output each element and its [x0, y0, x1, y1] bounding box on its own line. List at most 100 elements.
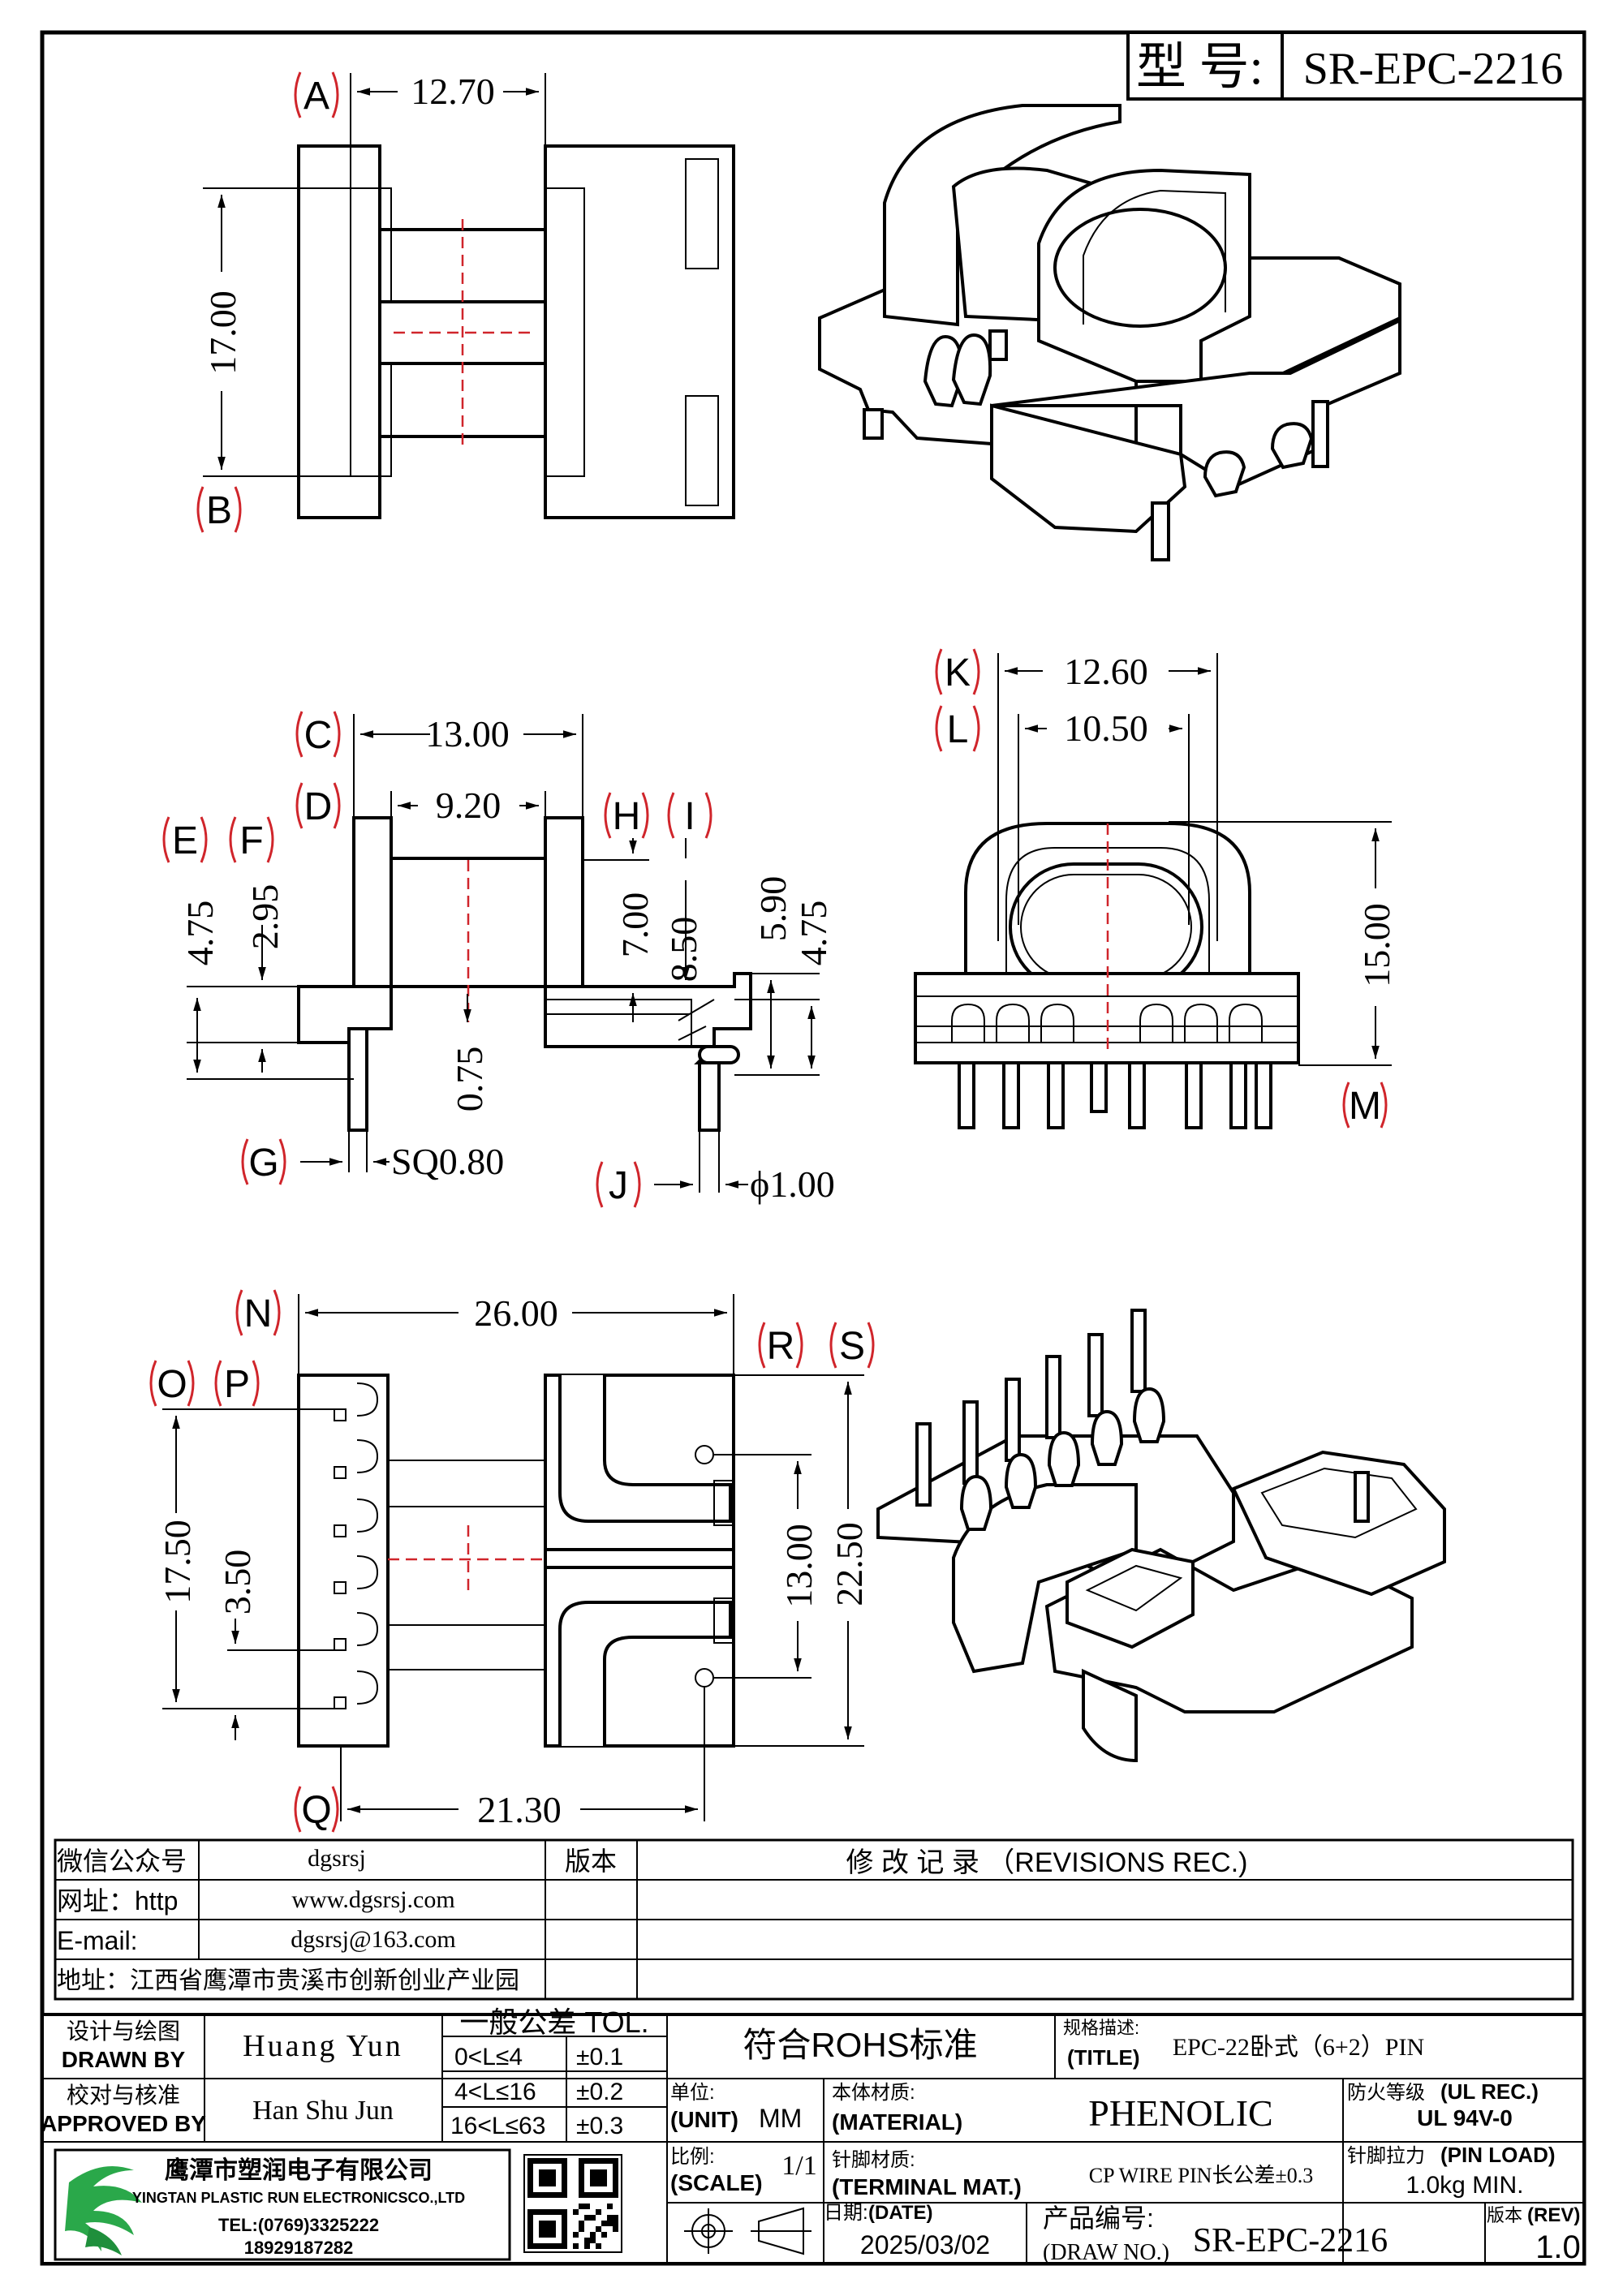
unit-label-cn: 单位: [670, 2082, 715, 2104]
callout-letter: A [304, 75, 329, 118]
info-label-web: 网址：http [57, 1886, 178, 1915]
dim-a: 12.70 [411, 71, 495, 112]
callout-s: S [829, 1322, 875, 1369]
material-value: PHENOLIC [1088, 2092, 1272, 2134]
dim-h2: 5.90 [752, 876, 794, 942]
top-view-dims: 12.70 17.00 [202, 71, 546, 477]
front-view-dims: 13.00 9.20 4.75 2.95 SQ0.80 0.75 7.00 8.… [179, 713, 835, 1205]
approver-name: Han Shu Jun [252, 2096, 394, 2126]
side-view-dims: 12.60 10.50 15.00 [997, 651, 1397, 1066]
tol-header: 一般公差 TOL. [459, 2006, 648, 2039]
bottom-view [297, 1374, 735, 1748]
flame-label-cn: 防火等级 [1347, 2082, 1425, 2104]
tol-val-2: ±0.2 [576, 2079, 623, 2105]
callout-e: E [162, 816, 208, 863]
callout-letter: Q [301, 1789, 331, 1832]
callout-letter: S [839, 1325, 865, 1368]
dim-i2: 4.75 [793, 901, 834, 966]
tol-range-3: 16<L≤63 [450, 2113, 545, 2139]
dim-c: 13.00 [425, 713, 510, 755]
iso-view-top [818, 104, 1401, 561]
info-value-email[interactable]: dgsrsj@163.com [291, 1926, 455, 1953]
dim-s: 22.50 [829, 1522, 870, 1606]
dim-d: 9.20 [436, 785, 502, 826]
terminal-value: CP WIRE PIN长公差±0.3 [1089, 2164, 1313, 2187]
date-label-en: (DATE) [868, 2202, 933, 2224]
drawno-label-cn: 产品编号: [1043, 2204, 1154, 2233]
drawno-label-en: (DRAW NO.) [1043, 2240, 1169, 2265]
callout-b: B [196, 486, 242, 533]
bottom-view-pin-pads [334, 1382, 379, 1709]
rev-label-cn: 版本 [1487, 2205, 1522, 2225]
model-value: SR-EPC-2216 [1303, 44, 1564, 94]
flame-value: UL 94V-0 [1417, 2105, 1513, 2130]
callout-o: O [149, 1360, 195, 1407]
callout-letter: E [172, 819, 198, 862]
callout-letter: K [945, 651, 971, 694]
top-view [297, 144, 735, 519]
dim-i: 8.50 [663, 917, 704, 982]
title-label-cn: 规格描述: [1063, 2018, 1139, 2038]
callout-f: F [229, 816, 274, 863]
iso-view-bottom [876, 1309, 1446, 1763]
callout-letter: J [609, 1164, 628, 1207]
dim-h: 7.00 [614, 892, 656, 958]
callout-l: L [935, 705, 980, 752]
side-view-slots [951, 1003, 1263, 1043]
info-value-wechat: dgsrsj [308, 1845, 366, 1872]
designer-label-cn: 设计与绘图 [67, 2019, 180, 2044]
tol-val-3: ±0.3 [576, 2113, 623, 2139]
side-view-pins [958, 1061, 1272, 1129]
callout-letter: G [248, 1142, 278, 1185]
company-logo-icon [65, 2166, 142, 2255]
scale-value: 1/1 [781, 2151, 816, 2181]
callout-letter: H [613, 795, 641, 838]
dim-o: 17.50 [157, 1520, 198, 1604]
callout-k: K [935, 648, 980, 695]
company-box: 鹰潭市塑润电子有限公司 YINGTAN PLASTIC RUN ELECTRON… [54, 2148, 622, 2261]
tol-range-2: 4<L≤16 [454, 2079, 536, 2105]
callout-letter: D [304, 785, 333, 828]
material-label-cn: 本体材质: [832, 2082, 915, 2104]
info-address: 地址：江西省鹰潭市贵溪市创新创业产业园 [57, 1967, 519, 1994]
dim-r: 13.00 [778, 1524, 820, 1608]
pinload-label-en: (PIN LOAD) [1440, 2143, 1556, 2167]
front-view [297, 816, 752, 1132]
projection-symbol [667, 2202, 824, 2255]
callout-letter: I [684, 795, 695, 838]
title-value: EPC-22卧式（6+2）PIN [1173, 2034, 1424, 2061]
rev-value: 1.0 [1535, 2229, 1581, 2265]
callout-letter: L [947, 708, 969, 751]
info-value-web[interactable]: www.dgsrsj.com [291, 1886, 454, 1913]
callout-letter: N [244, 1292, 273, 1335]
callout-c: C [295, 711, 341, 758]
callout-letter: M [1349, 1085, 1381, 1128]
dim-e: 4.75 [179, 901, 221, 966]
callout-letter: P [224, 1363, 250, 1406]
terminal-label-en: (TERMINAL MAT.) [832, 2174, 1022, 2199]
iso-pins [915, 1309, 1370, 1531]
terminal-label-cn: 针脚材质: [832, 2149, 915, 2171]
pinload-value: 1.0kg MIN. [1406, 2172, 1523, 2199]
company-tel: TEL:(0769)3325222 [218, 2215, 379, 2235]
company-name-cn: 鹰潭市塑润电子有限公司 [165, 2156, 433, 2184]
dim-f: 2.95 [244, 884, 286, 950]
dim-075: 0.75 [449, 1047, 490, 1112]
model-header: 型 号: SR-EPC-2216 [1126, 31, 1586, 101]
info-label-wechat: 微信公众号 [57, 1847, 187, 1876]
tol-range-1: 0<L≤4 [454, 2044, 523, 2070]
callout-a: A [294, 71, 339, 118]
callout-g: G [241, 1138, 286, 1185]
scale-label-en: (SCALE) [670, 2170, 763, 2195]
model-label: 型 号: [1136, 40, 1264, 95]
dim-k: 12.60 [1064, 651, 1148, 692]
approver-label-cn: 校对与核准 [67, 2083, 180, 2108]
callout-d: D [295, 782, 341, 829]
callout-letter: F [239, 819, 263, 862]
bottom-view-dims: 26.00 17.50 3.50 21.30 13.00 22.50 [157, 1292, 870, 1830]
company-mobile: 18929187282 [244, 2238, 354, 2258]
callout-letter: R [767, 1325, 795, 1368]
title-label-en: (TITLE) [1067, 2045, 1140, 2070]
